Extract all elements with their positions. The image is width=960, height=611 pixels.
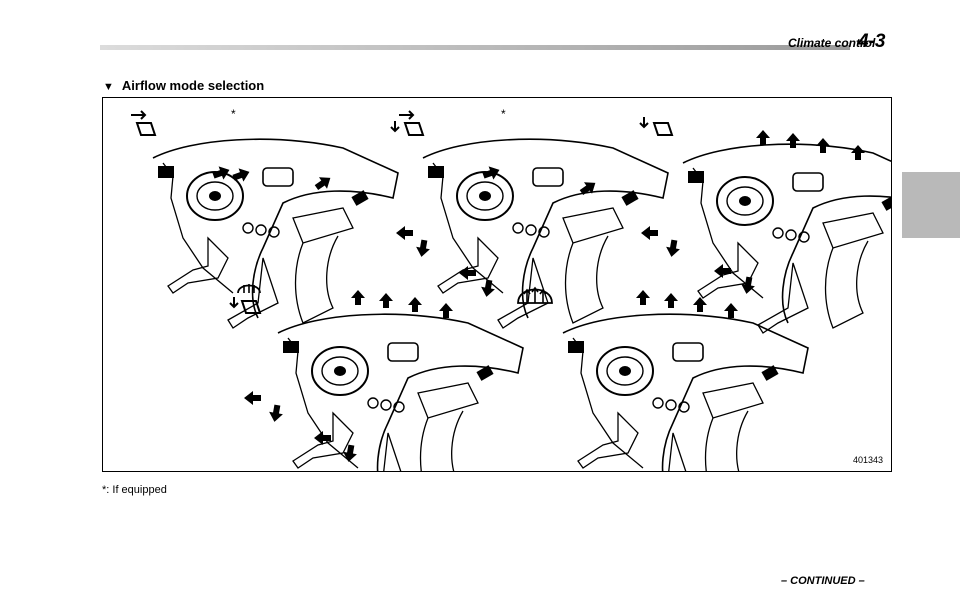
heat-mode-icon: [639, 117, 674, 136]
vent-mode-icon: [131, 110, 157, 136]
page-number: 4-3: [858, 31, 886, 52]
svg-text:*: *: [501, 107, 506, 121]
defrost-mode-icon: [517, 286, 553, 304]
bilevel-mode-icon: [390, 110, 425, 136]
continued-label: – CONTINUED –: [781, 575, 865, 587]
header-section-title: Climate control: [788, 36, 876, 50]
section-marker: ▼: [103, 81, 114, 93]
panel-defrost-heat: [229, 284, 524, 471]
panel-defrost: [517, 286, 809, 471]
defrost-heat-mode-icon: [229, 284, 262, 314]
panel-vent: *: [131, 107, 399, 329]
svg-text:*: *: [231, 107, 236, 121]
section-heading: ▼ Airflow mode selection: [103, 78, 264, 93]
panel-bilevel: *: [390, 107, 669, 329]
section-title: Airflow mode selection: [121, 78, 265, 93]
figure-code: 401343: [852, 455, 883, 465]
airflow-figure: * *: [102, 97, 892, 472]
chapter-tab: [902, 172, 960, 238]
panel-heat: [639, 117, 891, 334]
airflow-illustration: * *: [131, 107, 891, 471]
footnote: *: If equipped: [102, 484, 167, 496]
header-rule: [100, 45, 850, 50]
